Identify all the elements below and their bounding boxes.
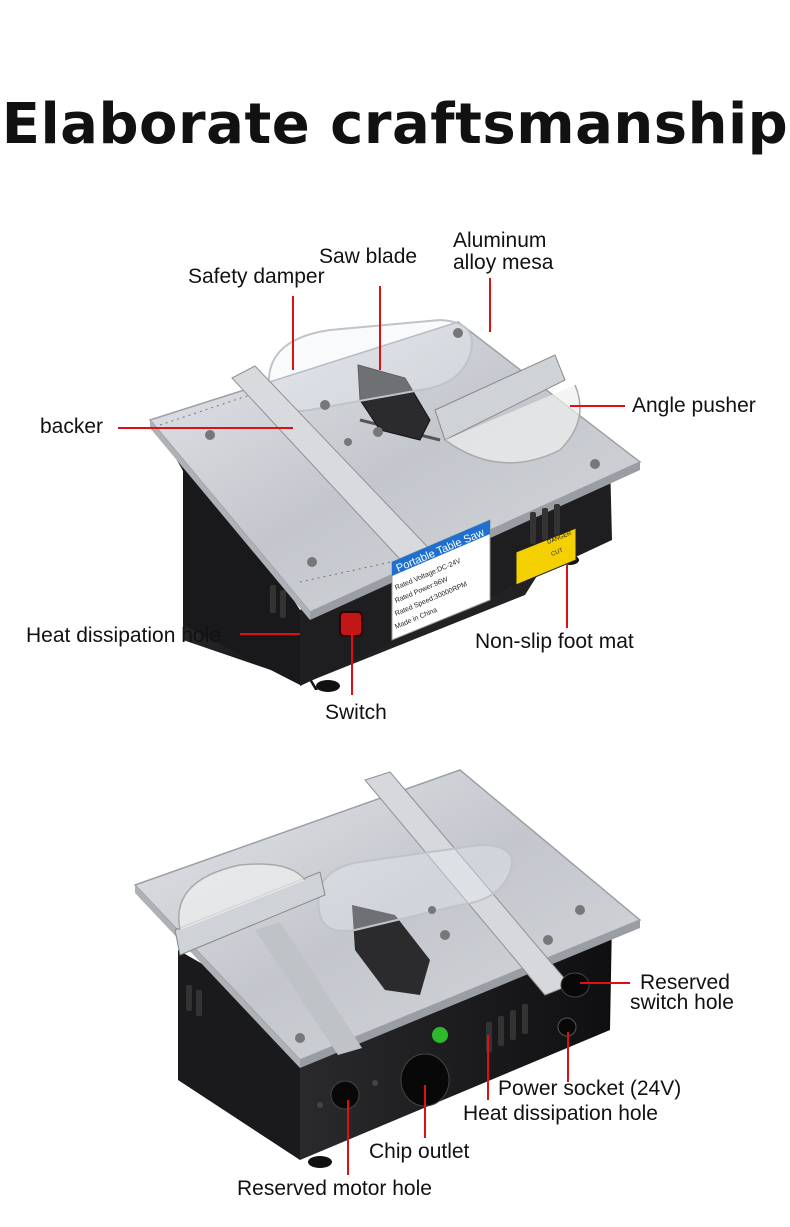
callout-backer: backer <box>40 415 104 438</box>
bottom-saw <box>133 769 642 1168</box>
callout-heat-dissipation-top: Heat dissipation hole <box>26 624 221 647</box>
top-saw <box>148 318 642 692</box>
callout-reserved-switch-line1: Reserved <box>640 971 730 994</box>
page-title: Elaborate craftsmanship <box>1 92 789 157</box>
callout-switch: Switch <box>325 701 387 724</box>
callout-power-socket: Power socket (24V) <box>498 1077 682 1100</box>
bottom-saw-reserved-switch-hole <box>560 972 590 998</box>
warning-word: CUT <box>551 548 565 558</box>
callout-safety-damper: Safety damper <box>188 265 325 288</box>
callout-chip-outlet: Chip outlet <box>369 1140 470 1163</box>
callout-aluminum-line2: alloy mesa <box>453 251 554 274</box>
callout-reserved-switch-line2: switch hole <box>630 991 734 1014</box>
top-saw-angle-pusher <box>434 354 566 441</box>
callout-non-slip: Non-slip foot mat <box>475 630 634 653</box>
callout-lines <box>118 278 630 1175</box>
bottom-saw-blade <box>352 905 430 995</box>
callout-heat-dissipation-bottom: Heat dissipation hole <box>463 1102 658 1125</box>
top-saw-warning-sticker <box>515 527 577 586</box>
callout-aluminum-line1: Aluminum <box>453 229 547 252</box>
callout-reserved-motor: Reserved motor hole <box>237 1177 432 1200</box>
bottom-saw-reserved-motor-hole <box>330 1080 360 1110</box>
callout-saw-blade: Saw blade <box>319 245 418 268</box>
callout-angle-pusher: Angle pusher <box>632 394 756 417</box>
